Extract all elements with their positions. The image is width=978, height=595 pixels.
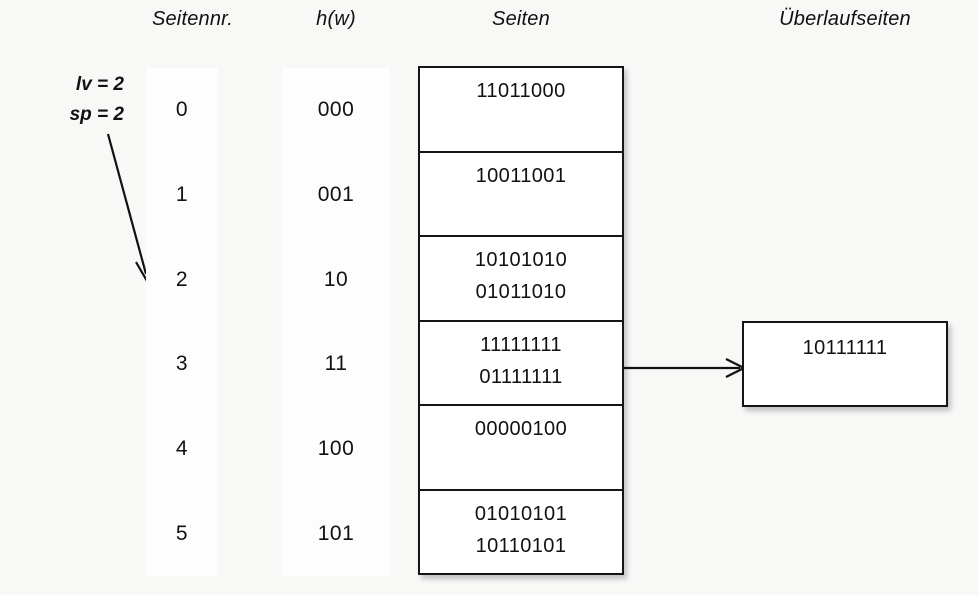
- page-record: 10110101: [475, 534, 567, 557]
- hw-cell: 100: [317, 437, 355, 461]
- seitennr-cell: 4: [175, 437, 189, 461]
- pages-box: 11011000 10011001 10101010 01011010 1111…: [418, 66, 624, 575]
- seitennr-cell: 3: [175, 352, 189, 376]
- page-record: 01010101: [474, 502, 568, 525]
- hw-cell: 000: [317, 98, 355, 122]
- column-header-hw: h(w): [316, 8, 356, 30]
- page-cell: 01010101 10110101: [420, 491, 622, 574]
- page-record: 10101010: [474, 249, 568, 271]
- column-seitennr: 0 1 2 3 4 5: [146, 68, 218, 576]
- column-header-seitennr: Seitennr.: [151, 8, 234, 30]
- hw-cell: 001: [317, 183, 355, 206]
- page-cell: 11011000: [420, 68, 622, 153]
- hw-cell: 11: [324, 352, 348, 376]
- parameter-block: lv = 2 sp = 2: [14, 70, 124, 130]
- page-cell: 10011001: [420, 153, 622, 237]
- seitennr-cell: 0: [175, 98, 189, 122]
- hw-cell: 101: [317, 521, 355, 545]
- column-hw: 000 001 10 11 100 101: [282, 68, 390, 576]
- page-cell: 10101010 01011010: [420, 237, 622, 322]
- page-record: 01111111: [479, 365, 563, 388]
- page-cell: 11111111 01111111: [420, 322, 622, 406]
- seitennr-cell: 5: [175, 521, 189, 545]
- column-header-seiten: Seiten: [492, 8, 550, 30]
- parameter-sp: sp = 2: [69, 104, 124, 125]
- parameter-lv: lv = 2: [75, 74, 124, 95]
- seitennr-cell: 2: [175, 267, 189, 291]
- column-header-ueberlaufseiten: Überlaufseiten: [779, 8, 911, 30]
- page-record: 10011001: [475, 164, 567, 187]
- overflow-connector-arrow: [624, 358, 747, 378]
- page-cell: 00000100: [420, 406, 622, 491]
- page-record: 11111111: [480, 333, 562, 356]
- overflow-record: 10111111: [802, 337, 888, 359]
- seitennr-cell: 1: [175, 183, 189, 206]
- page-record: 01011010: [475, 281, 567, 303]
- overflow-page-box: 10111111: [742, 321, 948, 407]
- page-record: 11011000: [476, 80, 566, 102]
- page-record: 00000100: [474, 418, 568, 440]
- hw-cell: 10: [323, 267, 349, 291]
